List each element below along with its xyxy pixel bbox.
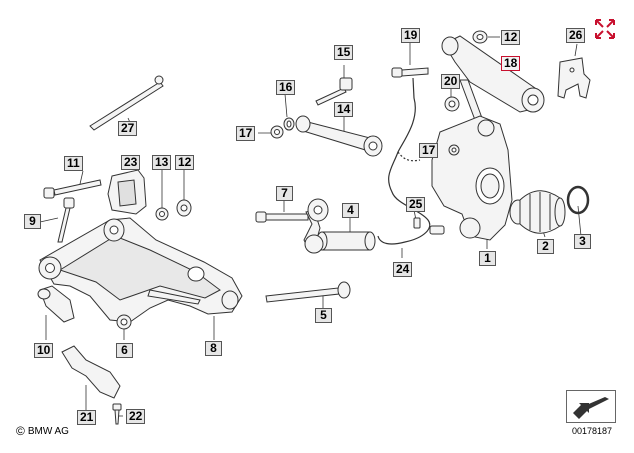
callout-20[interactable]: 20 [441,74,461,89]
bolt-11 [43,179,102,199]
callout-24[interactable]: 24 [393,262,413,277]
callout-7[interactable]: 7 [276,186,293,201]
callout-25[interactable]: 25 [406,197,426,212]
sleeve-4 [316,231,376,251]
copyright-symbol: © [16,424,25,438]
callout-1[interactable]: 1 [479,251,496,266]
callout-19[interactable]: 19 [401,28,421,43]
callout-5[interactable]: 5 [315,308,332,323]
control-arm-14 [295,115,383,157]
screw-22 [112,403,122,425]
callout-16[interactable]: 16 [276,80,296,95]
bracket-26 [557,57,591,99]
cable-tie-27 [89,75,164,131]
trailing-arm-8 [38,217,243,323]
callout-14[interactable]: 14 [334,102,354,117]
rubber-mount-10 [37,285,75,323]
callout-11[interactable]: 11 [64,156,83,171]
nut-12-top [472,30,488,44]
callout-8[interactable]: 8 [205,341,222,356]
sensor-wire [377,77,431,245]
arrow-pointer-box [566,390,616,423]
bolt-15 [315,77,353,106]
copyright-notice: © BMW AG [16,424,69,438]
callout-21[interactable]: 21 [77,410,97,425]
sensor-25 [413,217,445,235]
callout-9[interactable]: 9 [24,214,41,229]
callout-22[interactable]: 22 [126,409,146,424]
callout-23[interactable]: 23 [121,155,141,170]
callout-17-right[interactable]: 17 [419,143,439,158]
bushing-6 [116,314,132,330]
bolt-7 [255,198,329,254]
bracket-23 [107,169,147,215]
wishbone-18 [441,35,545,121]
diagram-number: 00178187 [571,426,613,436]
callout-3[interactable]: 3 [574,234,591,249]
bushing-13 [155,207,169,221]
snap-ring-3 [566,185,590,215]
callout-10[interactable]: 10 [34,343,54,358]
washer-16 [283,117,295,131]
callout-4[interactable]: 4 [342,203,359,218]
bushing-12 [176,199,192,217]
callout-12-left[interactable]: 12 [175,155,195,170]
bushing-20 [444,96,460,112]
bolt-9 [57,197,75,243]
callout-2[interactable]: 2 [537,239,554,254]
nut-17 [270,125,284,139]
callout-13[interactable]: 13 [152,155,172,170]
callout-27[interactable]: 27 [118,121,138,136]
callout-12-top[interactable]: 12 [501,30,521,45]
expand-arrows-icon [595,19,615,39]
bolt-5 [265,281,351,303]
callout-26[interactable]: 26 [566,28,586,43]
nut-17-carrier [448,144,460,156]
callout-6[interactable]: 6 [116,343,133,358]
drive-flange-2 [509,190,566,234]
callout-18[interactable]: 18 [501,56,521,71]
wheel-carrier-1 [431,115,513,241]
copyright-text: BMW AG [27,425,69,437]
bolt-19 [391,67,429,78]
heat-shield-21 [61,345,121,399]
callout-17-left[interactable]: 17 [236,126,256,141]
callout-15[interactable]: 15 [334,45,354,60]
expand-view-button[interactable] [594,18,616,40]
arrow-pointer-icon [573,397,609,419]
